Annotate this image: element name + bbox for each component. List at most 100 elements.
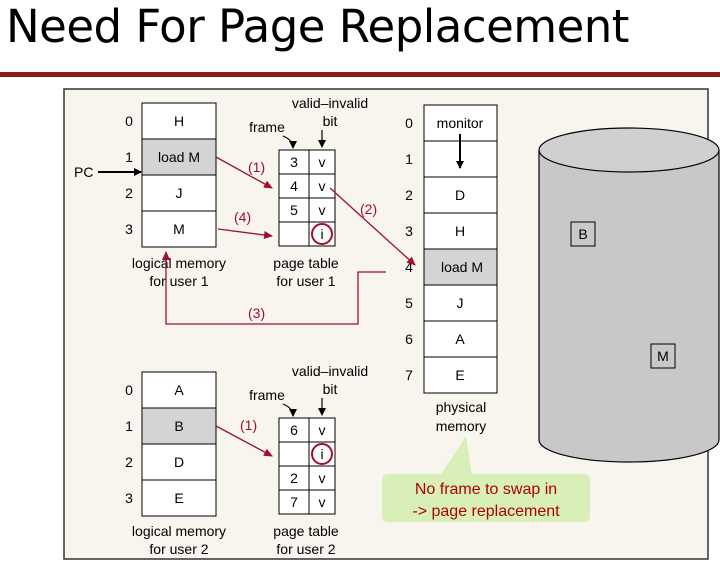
pm-index-4: 4 [405, 259, 413, 275]
pt2-row-1 [278, 441, 336, 467]
note-box [382, 474, 590, 522]
arrow-step1-user1 [215, 156, 273, 189]
lm2-cell-3-label: E [174, 490, 183, 506]
title-rule [0, 72, 720, 77]
arrow-step3 [162, 251, 386, 325]
pm-caption-1: physical [436, 399, 487, 415]
label-step4: (4) [234, 209, 251, 225]
arrow-step4 [217, 228, 273, 239]
pt2-bit-3: v [319, 494, 326, 510]
logical-memory-user2: A B D E 0 1 2 3 logical memory for user … [125, 371, 226, 557]
lm2-index-3: 3 [125, 490, 133, 506]
pt2-header-bit: bit [323, 381, 338, 397]
pt1-row-2 [278, 197, 336, 223]
pt1-row-1 [278, 173, 336, 199]
lm1-caption-1: logical memory [132, 255, 226, 271]
note-pointer [440, 436, 472, 476]
label-step1-user2: (1) [240, 417, 257, 433]
lm2-cell-2-label: D [174, 454, 184, 470]
disk-cylinder: B M [538, 127, 720, 463]
disk-item-b-label: B [578, 226, 587, 242]
lm1-cell-1-label: load M [158, 149, 200, 165]
lm1-cell-2-label: J [176, 185, 183, 201]
pm-cell-2 [423, 176, 498, 214]
lm1-cell-3 [141, 210, 217, 248]
pm-index-0: 0 [405, 115, 413, 131]
pm-cell-6 [423, 320, 498, 358]
disk-top [538, 127, 720, 173]
arrow-step1-user2 [215, 425, 273, 457]
label-step1-user1: (1) [248, 159, 265, 175]
pt2-bit-2: v [319, 470, 326, 486]
pt2-invalid-marker [311, 443, 333, 465]
pm-cell-5-label: J [457, 295, 464, 311]
pt2-bit-0: v [319, 422, 326, 438]
pt1-bit-0: v [319, 154, 326, 170]
lm2-cell-3 [141, 479, 217, 517]
pm-cell-4-label: load M [441, 259, 483, 275]
pm-cell-3 [423, 212, 498, 250]
pm-cell-0-label: monitor [437, 115, 484, 131]
note-line-1: No frame to swap in [415, 481, 557, 498]
pm-cell-2-label: D [455, 187, 465, 203]
pt1-row-3 [278, 221, 336, 247]
pt2-header-valid: valid–invalid [292, 363, 368, 379]
pt1-bit-3: i [320, 226, 323, 242]
pt2-frame-2: 2 [290, 470, 298, 486]
disk-item-m-label: M [657, 348, 669, 364]
pt1-header-frame: frame [249, 119, 285, 135]
lm2-index-1: 1 [125, 418, 133, 434]
lm1-cell-1 [141, 138, 217, 176]
label-step2: (2) [360, 201, 377, 217]
lm1-cell-0 [141, 102, 217, 140]
disk-item-b [570, 221, 596, 247]
pm-cell-5 [423, 284, 498, 322]
pt1-caption-1: page table [273, 255, 339, 271]
disk-item-m [650, 343, 676, 369]
logical-memory-user1: H load M J M 0 1 2 3 logical memory for … [125, 102, 226, 289]
pt1-frame-2: 5 [290, 202, 298, 218]
pm-index-6: 6 [405, 331, 413, 347]
pt2-header-frame: frame [249, 387, 285, 403]
pt1-frame-pointer [282, 135, 297, 149]
pt1-header-valid: valid–invalid [292, 95, 368, 111]
lm2-cell-1 [141, 407, 217, 445]
arrow-step2 [329, 187, 416, 266]
lm2-cell-0 [141, 371, 217, 409]
pm-index-1: 1 [405, 151, 413, 167]
lm1-caption-2: for user 1 [149, 273, 208, 289]
disk-body [538, 150, 720, 463]
lm1-cell-2 [141, 174, 217, 212]
pt1-frame-0: 3 [290, 154, 298, 170]
pm-cell-4 [423, 248, 498, 286]
pt1-header-bit: bit [323, 113, 338, 129]
pm-cell-3-label: H [455, 223, 465, 239]
pt2-frame-0: 6 [290, 422, 298, 438]
pt2-bit-1: i [320, 446, 323, 462]
page-table-user2: valid–invalid bit frame 6 2 7 v i v v pa… [249, 363, 368, 557]
pm-cell-7-label: E [455, 367, 464, 383]
pt2-row-3 [278, 489, 336, 515]
lm2-index-2: 2 [125, 454, 133, 470]
pm-index-3: 3 [405, 223, 413, 239]
lm1-index-2: 2 [125, 185, 133, 201]
pt2-caption-1: page table [273, 523, 339, 539]
pt2-frame-pointer [282, 403, 297, 417]
pm-cell-7 [423, 356, 498, 394]
slide-title: Need For Page Replacement [6, 0, 629, 53]
pt1-invalid-marker [311, 223, 333, 245]
lm1-cell-3-label: M [173, 221, 185, 237]
pm-cell-6-label: A [455, 331, 465, 347]
pm-index-7: 7 [405, 367, 413, 383]
lm2-caption-1: logical memory [132, 523, 226, 539]
page-table-user1: valid–invalid bit frame 3 4 5 v v v i pa… [249, 95, 368, 289]
lm2-cell-0-label: A [174, 382, 184, 398]
pt2-row-0 [278, 417, 336, 443]
pm-caption-2: memory [436, 418, 487, 434]
lm2-index-0: 0 [125, 382, 133, 398]
pm-index-5: 5 [405, 295, 413, 311]
pt1-row-0 [278, 149, 336, 175]
pc-label: PC [74, 164, 93, 180]
lm2-cell-1-label: B [174, 418, 183, 434]
